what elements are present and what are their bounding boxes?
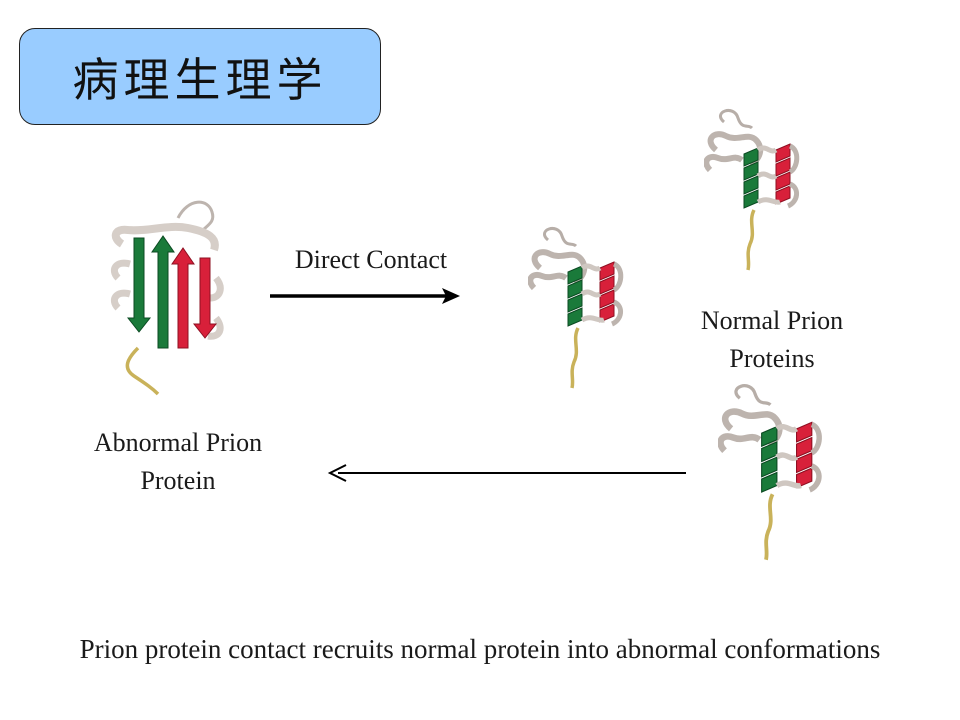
- normal-prion-label-line2: Proteins: [729, 344, 815, 373]
- title-box: 病理生理学: [19, 28, 381, 125]
- normal-prion-label-line1: Normal Prion: [700, 306, 844, 335]
- abnormal-prion-label: Abnormal Prion Protein: [60, 424, 296, 500]
- direct-contact-label: Direct Contact: [294, 245, 448, 274]
- direct-contact-arrow: [270, 288, 460, 304]
- normal-prion-protein-illustration-top: [704, 80, 814, 290]
- abnormal-prion-label-line1: Abnormal Prion: [93, 428, 263, 457]
- normal-prion-protein-illustration-middle: [528, 198, 638, 408]
- return-arrow: [327, 464, 686, 482]
- normal-prion-label: Normal Prion Proteins: [662, 302, 882, 378]
- abnormal-prion-label-line2: Protein: [140, 466, 216, 495]
- caption: Prion protein contact recruits normal pr…: [79, 634, 881, 664]
- slide-title: 病理生理学: [72, 52, 328, 107]
- normal-prion-protein-illustration-bottom: [718, 362, 838, 572]
- abnormal-prion-protein-illustration: [111, 200, 224, 396]
